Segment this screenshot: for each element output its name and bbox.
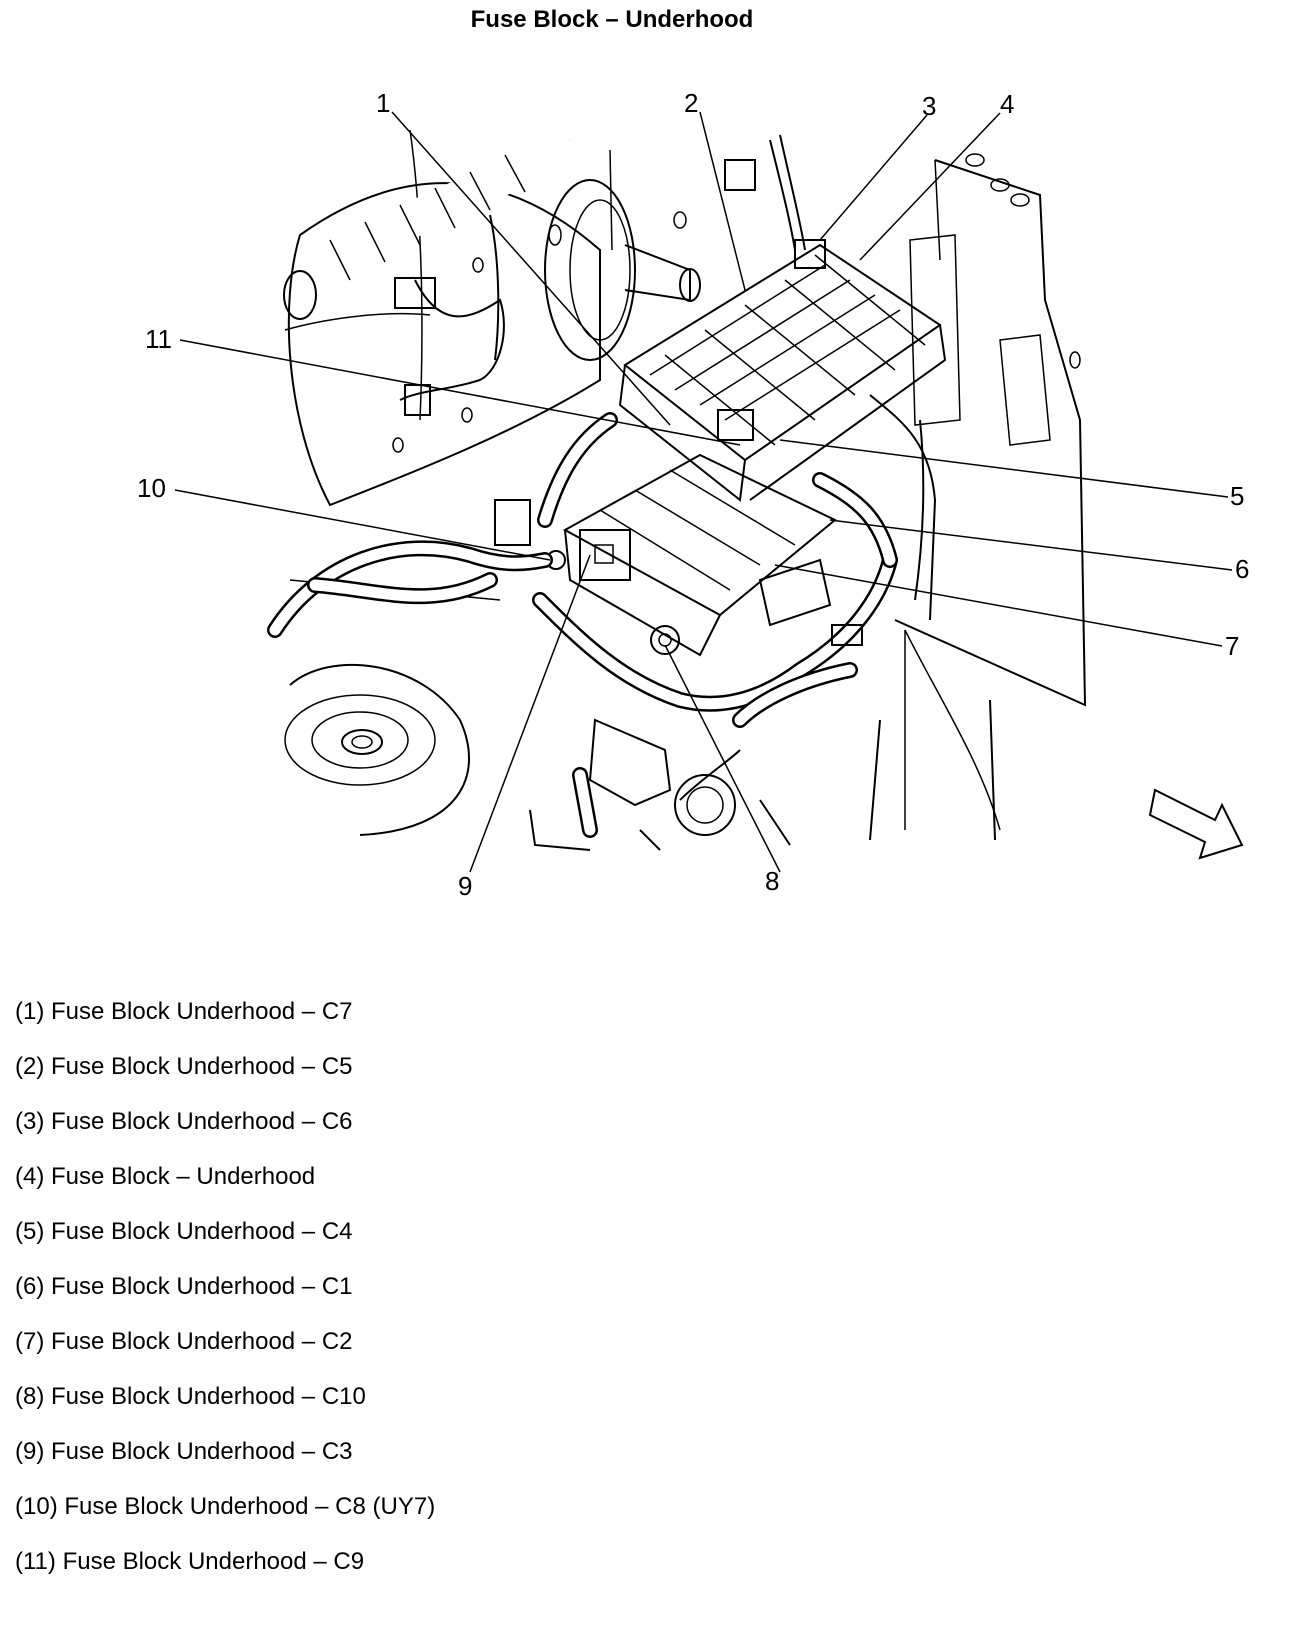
callout-4: 4 [1000, 89, 1014, 119]
legend-item: (5) Fuse Block Underhood – C4 [15, 1218, 353, 1245]
legend-item: (3) Fuse Block Underhood – C6 [15, 1108, 353, 1135]
legend-item: (2) Fuse Block Underhood – C5 [15, 1053, 353, 1080]
callout-11: 11 [145, 324, 172, 354]
engine-bay-illustration: 1 2 3 4 5 6 7 8 9 10 11 [137, 88, 1249, 901]
callout-2: 2 [684, 88, 698, 118]
callout-1: 1 [376, 88, 390, 118]
fuse-block-housing [618, 239, 947, 502]
legend-item: (1) Fuse Block Underhood – C7 [15, 998, 353, 1025]
callout-5: 5 [1230, 481, 1244, 511]
brake-booster [544, 179, 701, 361]
callout-10: 10 [137, 473, 166, 503]
direction-arrow-icon [1148, 788, 1244, 860]
callout-numbers: 1 2 3 4 5 6 7 8 9 10 11 [137, 88, 1249, 901]
legend-item: (4) Fuse Block – Underhood [15, 1163, 316, 1190]
callout-7: 7 [1225, 631, 1239, 661]
legend-item: (11) Fuse Block Underhood – C9 [15, 1548, 365, 1575]
callout-8: 8 [765, 866, 779, 896]
callout-9: 9 [458, 871, 472, 901]
legend-item: (7) Fuse Block Underhood – C2 [15, 1328, 353, 1355]
callout-legend: (1) Fuse Block Underhood – C7 (2) Fuse B… [15, 1000, 435, 1605]
legend-item: (9) Fuse Block Underhood – C3 [15, 1438, 353, 1465]
small-connectors [394, 159, 996, 851]
legend-item: (6) Fuse Block Underhood – C1 [15, 1273, 353, 1300]
callout-3: 3 [922, 91, 936, 121]
right-fender [894, 153, 1087, 831]
upper-left-hose [283, 124, 580, 320]
legend-item: (8) Fuse Block Underhood – C10 [15, 1383, 366, 1410]
wiring-harnesses [267, 134, 937, 838]
leader-lines [174, 111, 1233, 873]
callout-6: 6 [1235, 554, 1249, 584]
page-title: Fuse Block – Underhood [470, 6, 754, 33]
legend-item: (10) Fuse Block Underhood – C8 (UY7) [15, 1493, 436, 1520]
strut-tower [284, 579, 501, 836]
